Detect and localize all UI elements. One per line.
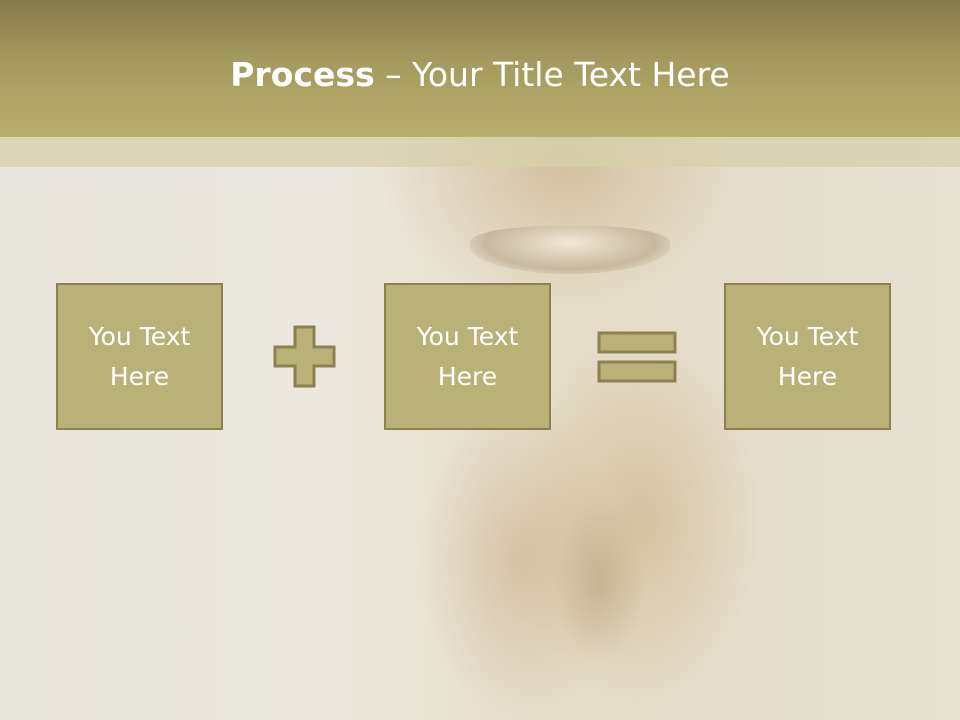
process-box-2[interactable]: You Text Here — [384, 283, 551, 430]
title-bar-band — [0, 137, 960, 167]
slide-title-strong: Process — [230, 55, 375, 94]
process-box-2-label: You Text Here — [416, 321, 519, 391]
process-box-3-label: You Text Here — [756, 321, 859, 391]
equals-icon — [597, 331, 677, 383]
plus-icon — [273, 325, 336, 388]
slide-title: Process – Your Title Text Here — [0, 52, 960, 98]
background-face-detail — [470, 226, 670, 274]
slide-title-rest: – Your Title Text Here — [374, 55, 730, 94]
process-box-1-label: You Text Here — [88, 321, 191, 391]
title-bar — [0, 0, 960, 137]
process-box-1[interactable]: You Text Here — [56, 283, 223, 430]
process-box-3[interactable]: You Text Here — [724, 283, 891, 430]
